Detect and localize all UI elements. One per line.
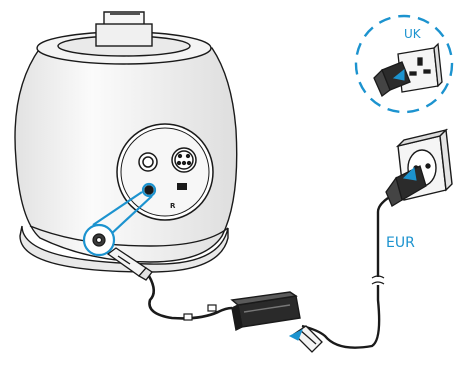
docking-speaker <box>15 12 237 272</box>
audio-in-jack <box>139 153 157 171</box>
cable-break-mark <box>372 276 384 284</box>
uk-label: UK <box>404 27 421 41</box>
video-icon <box>177 183 187 190</box>
dc-in-port <box>93 234 105 246</box>
video-out-connector <box>172 148 196 172</box>
dc-cable <box>149 276 232 318</box>
eur-label: EUR <box>386 235 415 251</box>
power-adapter <box>232 292 300 330</box>
mains-cable <box>302 198 388 348</box>
rear-r-label: R <box>170 202 175 210</box>
dc-power-socket <box>145 186 153 194</box>
rear-panel-zoom <box>117 124 213 220</box>
